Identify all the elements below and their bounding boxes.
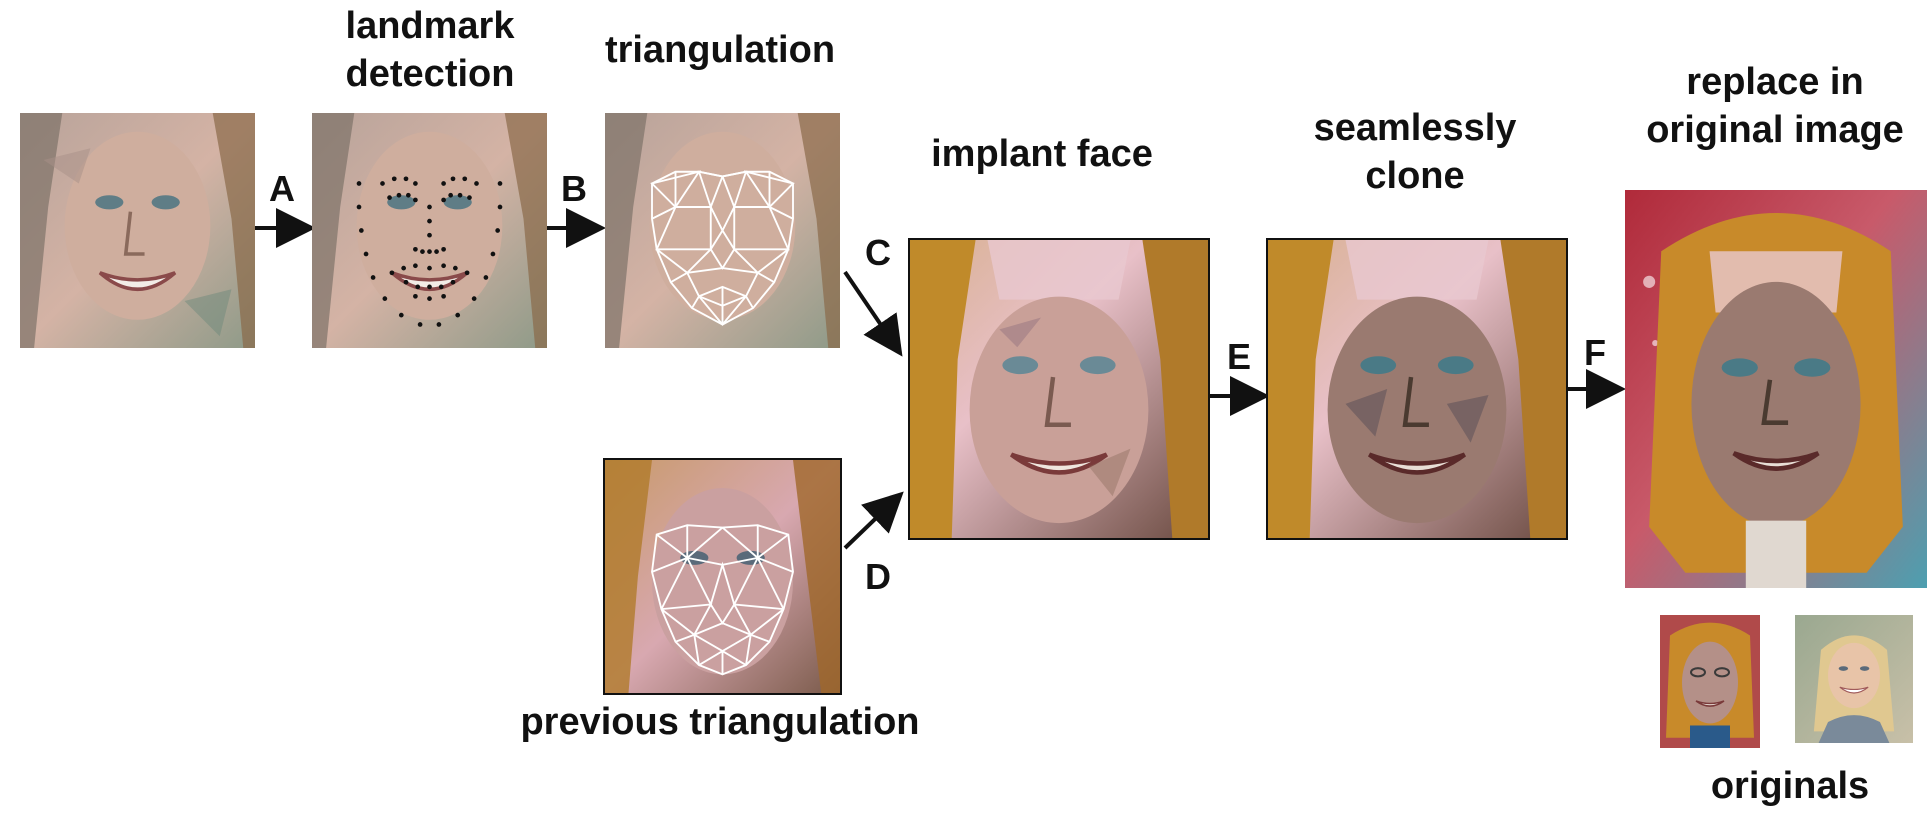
arrow-label-f: F — [1584, 332, 1606, 373]
label-landmark-detection: landmark detection — [300, 2, 560, 98]
seamless-clone-image — [1266, 238, 1568, 540]
arrow-label-e: E — [1226, 336, 1251, 377]
label-replace-in-original-line2: original image — [1646, 109, 1904, 151]
label-landmark-detection-line1: landmark — [345, 5, 515, 47]
label-replace-in-original-line1: replace in — [1686, 61, 1864, 103]
original-painting-image — [1660, 615, 1760, 748]
label-originals: originals — [1690, 762, 1890, 810]
label-implant-face: implant face — [892, 130, 1192, 178]
label-originals-text: originals — [1710, 765, 1870, 807]
label-triangulation: triangulation — [580, 26, 860, 74]
previous-triangulation-image — [603, 458, 842, 695]
final-result-image — [1625, 190, 1927, 588]
label-seamlessly-clone: seamlessly clone — [1275, 104, 1555, 200]
arrow-d — [843, 491, 904, 550]
arrow-label-a: A — [269, 168, 295, 209]
arrow-label-c: C — [865, 232, 891, 273]
label-seamlessly-clone-line2: clone — [1365, 155, 1465, 197]
arrow-c — [843, 270, 903, 357]
implant-face-image — [908, 238, 1210, 540]
input-face-image — [20, 113, 255, 348]
arrow-label-b: B — [561, 168, 587, 209]
arrow-label-d: D — [865, 556, 891, 597]
label-replace-in-original: replace in original image — [1620, 58, 1930, 154]
label-seamlessly-clone-line1: seamlessly — [1313, 107, 1517, 149]
label-triangulation-text: triangulation — [604, 29, 836, 71]
label-previous-triangulation: previous triangulation — [500, 698, 940, 746]
label-previous-triangulation-text: previous triangulation — [520, 701, 920, 743]
label-implant-face-text: implant face — [931, 133, 1153, 175]
triangulation-image — [605, 113, 840, 348]
original-photo-image — [1795, 615, 1913, 743]
label-landmark-detection-line2: detection — [345, 53, 515, 95]
landmark-detection-image — [312, 113, 547, 348]
